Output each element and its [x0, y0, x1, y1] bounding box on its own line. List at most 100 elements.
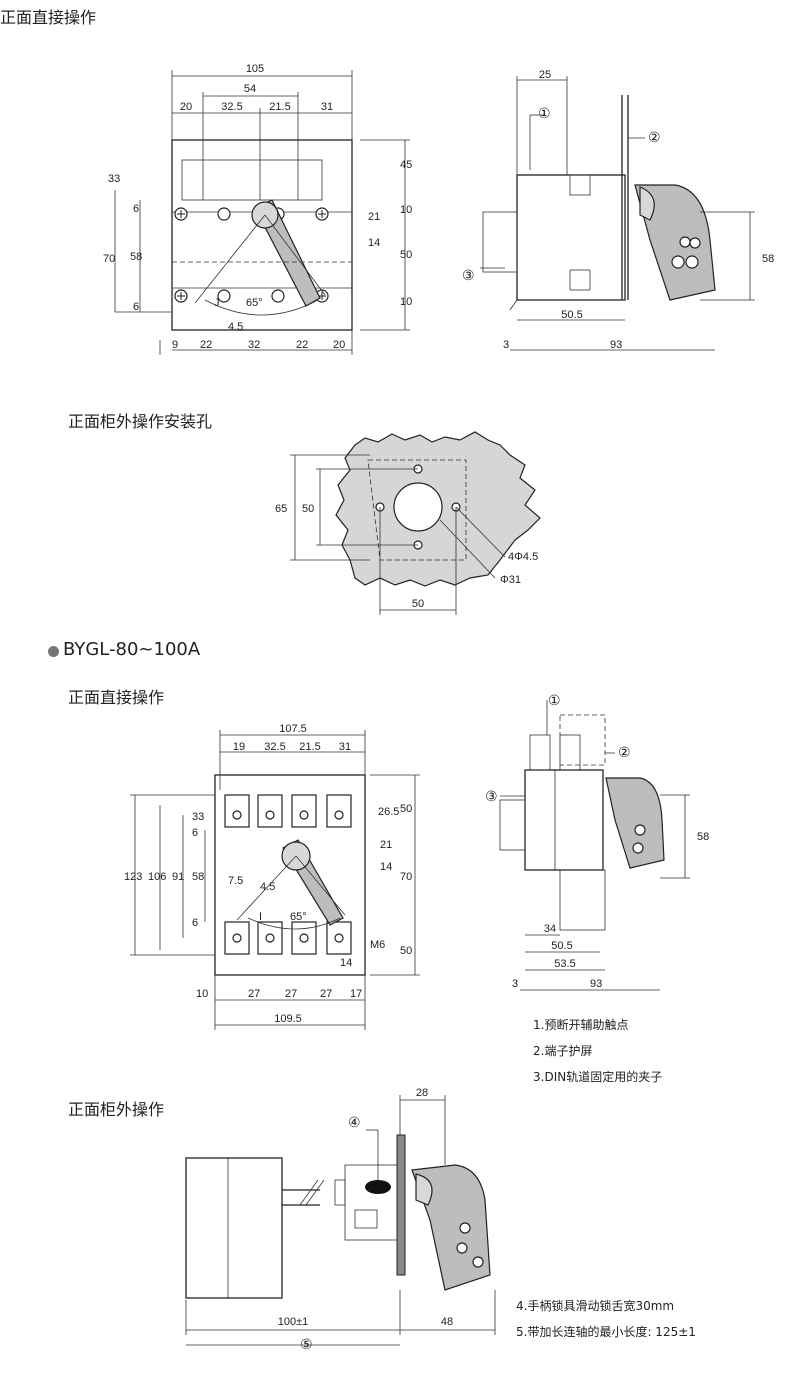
dim-48: 48	[441, 1316, 453, 1328]
dim-31: 31	[321, 101, 333, 113]
external-operation-view	[185, 1134, 491, 1299]
callout-4: ④	[348, 1114, 361, 1130]
dim-27-b: 27	[285, 988, 297, 1000]
dim-33-b: 33	[192, 811, 204, 823]
dim-54: 54	[244, 83, 256, 95]
dim-31-b: 31	[339, 741, 351, 753]
angle-65: 65°	[246, 297, 263, 309]
mounting-dimensions	[290, 454, 506, 615]
hole-size: 4Φ4.5	[508, 551, 538, 563]
dim-14-a: 14	[380, 861, 392, 873]
dim-3-b: 3	[512, 978, 518, 990]
dim-6b: 6	[133, 301, 139, 313]
dim-50-a: 50	[400, 803, 412, 815]
bullet-dot	[48, 646, 59, 657]
dim-100-pm-1: 100±1	[278, 1316, 309, 1328]
note-3: 3.DIN轨道固定用的夹子	[533, 1070, 663, 1084]
dim-4-5-b: 4.5	[260, 881, 275, 893]
dim-50-mount: 50	[302, 503, 314, 515]
heading-mount-holes: 正面柜外操作安装孔	[68, 412, 213, 431]
side-view-2	[499, 714, 665, 931]
callout-1: ①	[538, 105, 551, 121]
dim-21: 21	[368, 211, 380, 223]
dim-93-b: 93	[590, 978, 602, 990]
dim-93: 93	[610, 339, 622, 351]
dim-21-5: 21.5	[269, 101, 290, 113]
dim-50-bottom: 50	[412, 598, 424, 610]
dim-91: 91	[172, 871, 184, 883]
dim-22a: 22	[200, 339, 212, 351]
dim-105: 105	[246, 63, 264, 75]
dim-3: 3	[503, 339, 509, 351]
dim-20b: 20	[333, 339, 345, 351]
dim-58-side: 58	[762, 253, 774, 265]
dim-26-5: 26.5	[378, 806, 399, 818]
dim-34: 34	[544, 923, 556, 935]
callout-2: ②	[648, 129, 661, 145]
label-j: J	[214, 297, 220, 309]
dim-22b: 22	[296, 339, 308, 351]
dim-10: 10	[196, 988, 208, 1000]
dim-4-5: 4.5	[228, 321, 243, 333]
dim-27-c: 27	[320, 988, 332, 1000]
side-view-2-labels: ① ② ③ 58 34 50.5 53.5 3 93	[485, 692, 709, 990]
angle-65-b: 65°	[290, 911, 307, 923]
dim-58-side-b: 58	[697, 831, 709, 843]
heading-front-direct-2: 正面直接操作	[68, 688, 165, 707]
external-view-labels: 28 ④ 100±1 48 ⑤	[278, 1087, 453, 1352]
heading-front-direct-top: 正面直接操作	[0, 8, 97, 27]
dim-28: 28	[416, 1087, 428, 1099]
dim-6-top: 6	[192, 827, 198, 839]
drawing2-dimension-lines	[130, 730, 420, 1030]
dim-50-5-b: 50.5	[551, 940, 572, 952]
dim-14-b: 14	[340, 957, 352, 969]
callout-3-b: ③	[485, 788, 498, 804]
drawing1-dimension-texts: 105 54 20 32.5 21.5 31 45 33 6 10 21 70 …	[103, 63, 412, 351]
dim-10b: 10	[400, 296, 412, 308]
dim-20: 20	[180, 101, 192, 113]
dim-17: 17	[350, 988, 362, 1000]
drawing1-front-view	[171, 139, 353, 331]
dim-58: 58	[130, 251, 142, 263]
note-4: 4.手柄锁具滑动锁舌宽30mm	[516, 1299, 675, 1313]
dim-25: 25	[539, 69, 551, 81]
dim-70-b: 70	[400, 871, 412, 883]
dim-58-b: 58	[192, 871, 204, 883]
side-view-1-dimensions	[480, 76, 755, 351]
drawing2-dimension-texts: 107.5 19 32.5 21.5 31 26.5 50 21 14 70 5…	[124, 723, 412, 1025]
dim-70: 70	[103, 253, 115, 265]
dim-6-bottom: 6	[192, 917, 198, 929]
dim-50: 50	[400, 249, 412, 261]
callout-2-b: ②	[618, 744, 631, 760]
dim-53-5: 53.5	[554, 958, 575, 970]
note-2: 2.端子护屏	[533, 1044, 593, 1058]
dim-107-5: 107.5	[279, 723, 307, 735]
drawing2-front-view	[214, 774, 366, 976]
center-hole: Φ31	[500, 574, 521, 586]
dim-50-5: 50.5	[561, 309, 582, 321]
drawing1-dimension-lines	[114, 70, 410, 355]
dim-50-b: 50	[400, 945, 412, 957]
dim-6a: 6	[133, 203, 139, 215]
dim-14: 14	[368, 237, 380, 249]
dim-21-5-b: 21.5	[299, 741, 320, 753]
dim-32: 32	[248, 339, 260, 351]
heading-model: BYGL-80~100A	[63, 639, 201, 660]
mounting-labels: 65 50 4Φ4.5 Φ31 50	[275, 503, 538, 610]
side-view-2-dimensions	[500, 700, 690, 991]
dim-45: 45	[400, 159, 412, 171]
dim-9: 9	[172, 339, 178, 351]
dim-10a: 10	[400, 204, 412, 216]
dim-19: 19	[233, 741, 245, 753]
note-5: 5.带加长连轴的最小长度: 125±1	[516, 1325, 696, 1339]
dim-32-5-b: 32.5	[264, 741, 285, 753]
side-view-1	[482, 95, 716, 311]
dim-106: 106	[148, 871, 166, 883]
dim-109-5: 109.5	[274, 1013, 302, 1025]
dim-7-5: 7.5	[228, 875, 243, 887]
callout-1-b: ①	[548, 692, 561, 708]
dim-32-5: 32.5	[221, 101, 242, 113]
heading-front-external: 正面柜外操作	[68, 1100, 165, 1119]
dim-123: 123	[124, 871, 142, 883]
